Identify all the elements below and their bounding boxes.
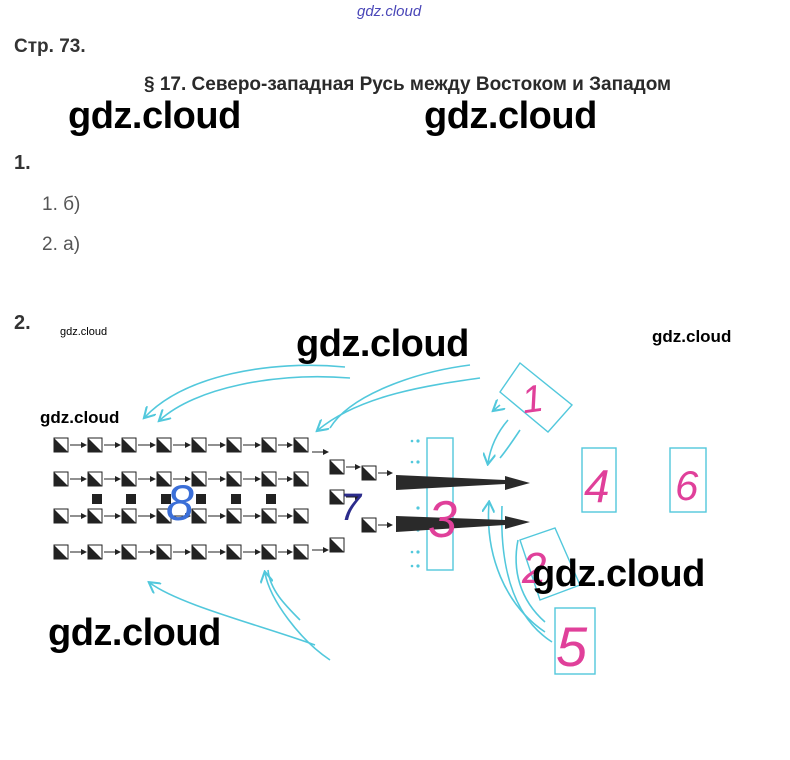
curve-arrow-bottom-left xyxy=(150,583,316,646)
cyan-dots xyxy=(410,439,420,568)
curve-arrow-5-c xyxy=(515,539,546,623)
big-wedge-arrows xyxy=(396,475,530,532)
stage-square-shade xyxy=(330,460,344,474)
grid-square-shade xyxy=(122,438,136,452)
handwritten-digits: 1 2 3 4 5 6 7 8 xyxy=(166,378,699,678)
curve-arrow-top-left-outer xyxy=(160,375,351,420)
paragraph-title: § 17. Северо-западная Русь между Востоко… xyxy=(144,74,672,95)
watermark: gdz.cloud xyxy=(68,95,241,137)
grid-block xyxy=(231,494,241,504)
grid-square-shade xyxy=(54,472,68,486)
grid-square-shade xyxy=(262,438,276,452)
grid-square-shade xyxy=(54,438,68,452)
curve-arrow-bottom-right xyxy=(265,573,331,661)
grid-block xyxy=(266,494,276,504)
grid-square-shade xyxy=(157,472,171,486)
digit-3: 3 xyxy=(428,491,457,549)
digit-2: 2 xyxy=(521,544,546,593)
watermark: gdz.cloud xyxy=(48,612,221,654)
square-grid xyxy=(53,437,393,560)
grid-square-shade xyxy=(88,472,102,486)
grid-square-shade xyxy=(294,472,308,486)
digit-1: 1 xyxy=(519,378,546,423)
wedge-arrow-upper-head xyxy=(505,476,530,490)
grid-block xyxy=(126,494,136,504)
grid-square-shade xyxy=(227,509,241,523)
grid-square-shade xyxy=(227,472,241,486)
grid-square-shade xyxy=(88,438,102,452)
grid-square-shade xyxy=(227,545,241,559)
grid-square-shade xyxy=(227,438,241,452)
digit-5: 5 xyxy=(556,615,588,678)
grid-square-shade xyxy=(88,509,102,523)
box-5 xyxy=(554,607,596,675)
watermark: gdz.cloud xyxy=(424,95,597,137)
digit-8: 8 xyxy=(166,475,194,531)
grid-square-shade xyxy=(192,509,206,523)
task-1-answer-2: 2. а) xyxy=(42,234,81,255)
curve-arrow-top-right-outer xyxy=(329,364,471,429)
grid-square-shade xyxy=(157,438,171,452)
watermark: gdz.cloud xyxy=(652,327,732,346)
digit-4: 4 xyxy=(584,460,610,512)
grid-block xyxy=(161,494,171,504)
curve-arrow-1-c xyxy=(494,405,500,410)
grid-square-shade xyxy=(262,545,276,559)
digit-6: 6 xyxy=(675,462,699,509)
task-2-number: 2. xyxy=(14,312,31,334)
grid-square-shade xyxy=(192,545,206,559)
grid-square-shade xyxy=(294,509,308,523)
wedge-arrow-upper xyxy=(396,475,505,490)
grid-square-shade xyxy=(294,438,308,452)
curve-arrow-top-left xyxy=(145,364,346,417)
curve-arrow-top-right xyxy=(318,377,481,430)
grid-square-shade xyxy=(192,472,206,486)
grid-square-shade xyxy=(157,545,171,559)
grid-square-shade xyxy=(192,438,206,452)
grid-square-shade xyxy=(88,545,102,559)
box-3 xyxy=(426,437,454,571)
watermark: gdz.cloud xyxy=(532,553,705,595)
wedge-arrow-lower xyxy=(396,516,505,532)
watermark: gdz.cloud xyxy=(40,408,120,427)
curve-arrow-bottom-right-inner xyxy=(267,569,301,621)
grid-square-shade xyxy=(122,509,136,523)
grid-square-shade xyxy=(262,472,276,486)
grid-square-shade xyxy=(122,545,136,559)
box-1 xyxy=(499,361,574,433)
grid-square-shade xyxy=(262,509,276,523)
site-link[interactable]: gdz.cloud xyxy=(357,3,422,20)
stage-square-shade xyxy=(330,538,344,552)
curve-arrow-1-b xyxy=(499,429,521,459)
curve-arrow-1-a xyxy=(488,419,509,463)
grid-square-shade xyxy=(122,472,136,486)
wedge-arrow-lower-head xyxy=(505,516,530,529)
box-4 xyxy=(581,447,617,513)
task-1-number: 1. xyxy=(14,152,31,174)
cyan-curved-arrows xyxy=(145,364,553,661)
grid-square-shade xyxy=(54,509,68,523)
stage-square-shade xyxy=(362,518,376,532)
grid-square-shade xyxy=(157,509,171,523)
grid-square-shade xyxy=(294,545,308,559)
stage-square-shade xyxy=(330,490,344,504)
grid-block xyxy=(92,494,102,504)
box-2 xyxy=(519,527,581,601)
box-6 xyxy=(669,447,707,513)
watermark: gdz.cloud xyxy=(60,326,108,338)
grid-square-shade xyxy=(54,545,68,559)
watermark: gdz.cloud xyxy=(296,323,469,365)
task-1-answer-1: 1. б) xyxy=(42,194,81,215)
digit-7: 7 xyxy=(340,487,363,529)
stage-square-shade xyxy=(362,466,376,480)
grid-block xyxy=(196,494,206,504)
page-number: Стр. 73. xyxy=(14,36,86,57)
